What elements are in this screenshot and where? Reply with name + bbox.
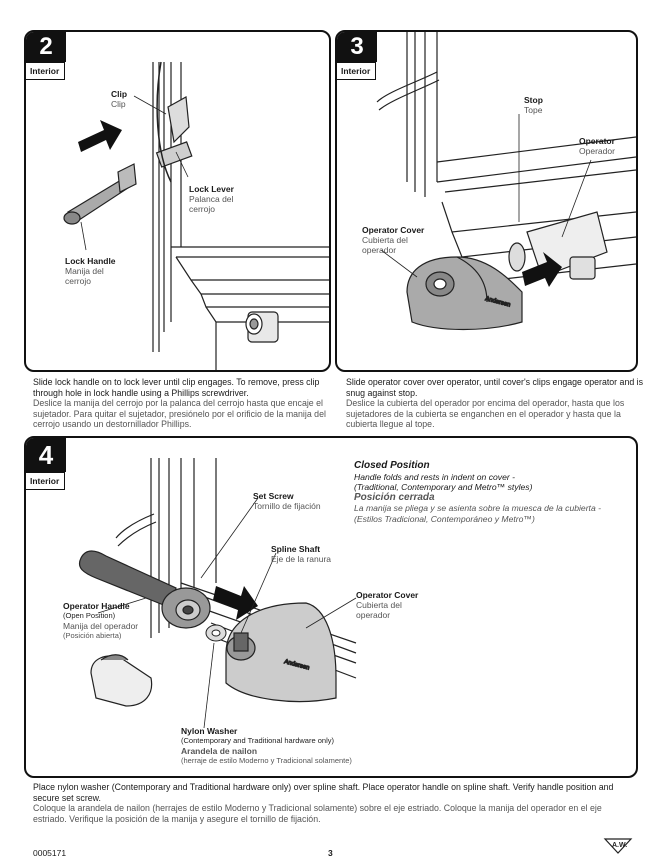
spline-shaft-label: Spline Shaft Eje de la ranura xyxy=(271,544,332,564)
lock-handle-illustration xyxy=(63,61,329,370)
interior-tag: Interior xyxy=(26,472,66,490)
clip-label: Clip Clip xyxy=(111,89,128,109)
svg-text:A.W.: A.W. xyxy=(612,842,627,849)
operator-cover-label: Operator Cover Cubierta del operador xyxy=(362,225,425,255)
set-screw-label: Set Screw Tornillo de fijación xyxy=(253,491,321,511)
step-4-caption: Place nylon washer (Contemporary and Tra… xyxy=(33,782,614,824)
closed-position-note: Closed Position Handle folds and rests i… xyxy=(354,460,601,524)
page-number: 3 xyxy=(328,848,333,858)
step-3-panel: 3 Interior Andersen xyxy=(335,30,638,372)
operator-label: Operator Operador xyxy=(579,136,615,156)
interior-tag: Interior xyxy=(337,62,377,80)
lock-handle-label: Lock Handle Manija del cerrojo xyxy=(65,256,116,286)
operator-handle-label: Operator Handle (Open Position) Manija d… xyxy=(63,601,139,640)
nylon-washer-label: Nylon Washer (Contemporary and Tradition… xyxy=(181,726,352,765)
step-number: 3 xyxy=(337,32,377,62)
step-2-caption: Slide lock handle on to lock lever until… xyxy=(33,377,326,429)
lock-lever-label: Lock Lever Palanca del cerrojo xyxy=(189,184,234,214)
stop-label: Stop Tope xyxy=(524,95,543,115)
aw-logo: A.W. xyxy=(603,838,633,854)
operator-handle-illustration: Andersen xyxy=(78,458,357,729)
operator-cover-illustration: Andersen xyxy=(376,32,636,331)
step-3-caption: Slide operator cover over operator, unti… xyxy=(346,377,644,429)
step-2-panel: 2 Interior xyxy=(24,30,331,372)
step-number: 2 xyxy=(26,32,66,62)
interior-tag: Interior xyxy=(26,62,66,80)
document-number: 0005171 xyxy=(33,848,67,858)
step-4-panel: 4 Interior xyxy=(24,436,638,778)
operator-cover-label: Operator Cover Cubierta del operador xyxy=(356,590,419,620)
step-number: 4 xyxy=(26,438,66,472)
